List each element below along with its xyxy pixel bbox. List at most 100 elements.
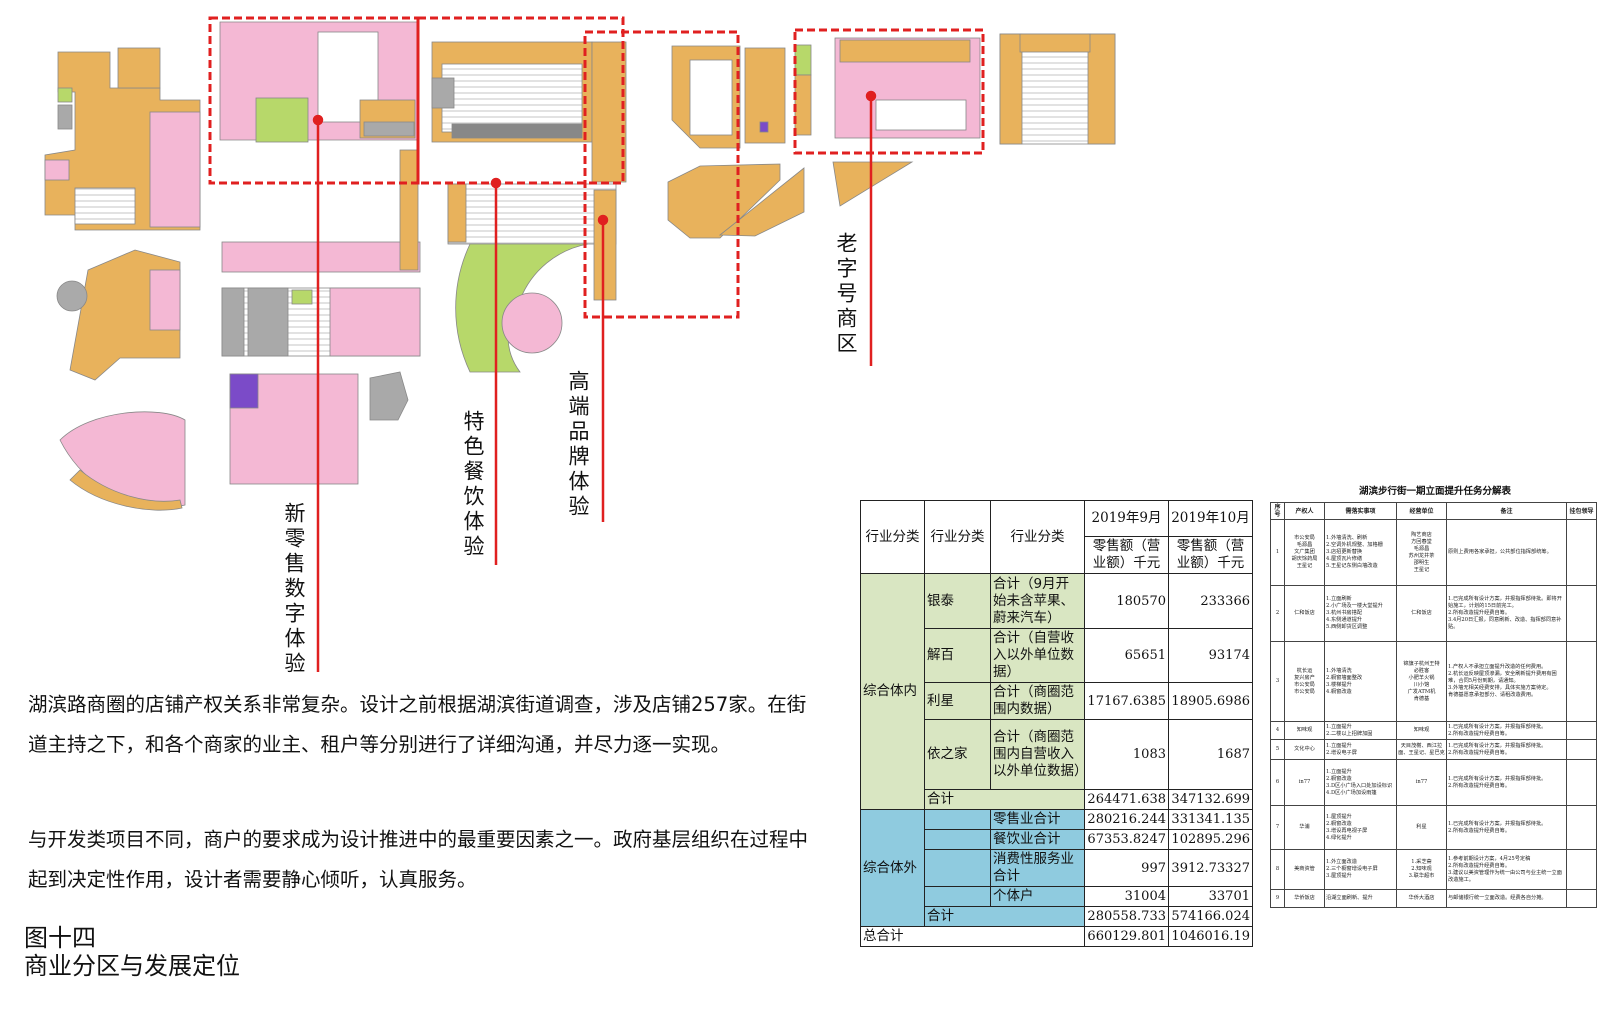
- figure-number: 图十四: [24, 924, 96, 952]
- task-no: 1: [1270, 519, 1285, 586]
- zone-outline-luxury: [583, 30, 740, 319]
- task-items: 1.立面提升 2.橱窗改造 3.D区小广场入口处加设标识 4.D区小广场加设雨篷: [1324, 759, 1397, 806]
- row-desc: 餐饮业合计: [990, 829, 1085, 850]
- task-owner: 知味观: [1284, 721, 1325, 740]
- cell-value: 3912.73327: [1168, 849, 1253, 887]
- task-items: 1.屋顶提升 2.橱窗改造 3.增设再电视子屏 4.绿化提升: [1324, 805, 1397, 850]
- row-desc: 零售业合计: [990, 809, 1085, 830]
- th-unit: 经营单位: [1396, 502, 1447, 520]
- task-owner: in77: [1284, 759, 1325, 806]
- cell-value: 997: [1084, 849, 1169, 887]
- cell-value: 102895.296: [1168, 829, 1253, 850]
- th-no: 序号: [1270, 502, 1285, 520]
- zone-label-luxury: 高端品牌体验: [566, 370, 590, 520]
- task-owner: 杭长运 复兴房产 市公安局 市公安局: [1284, 641, 1325, 722]
- task-table-header: 序号 产权人 需落实事项 经营单位 备注 挂包领导: [1270, 502, 1597, 520]
- cell-value: 33701: [1168, 886, 1253, 907]
- row-name: 利星: [924, 682, 991, 720]
- task-no: 6: [1270, 759, 1285, 806]
- row-desc: 合计（商圈范围内自营收入以外单位数据）: [990, 719, 1085, 790]
- task-items: 1.外墙清洗 2.橱窗墙面整改 3.楼梯提升 4.橱窗改造: [1324, 641, 1397, 722]
- cell-value: 331341.135: [1168, 809, 1253, 830]
- cell-value: 574166.024: [1168, 906, 1253, 927]
- cell-value: 1083: [1084, 719, 1169, 790]
- cell-value: 280558.733: [1084, 906, 1169, 927]
- th-leader: 挂包领导: [1566, 502, 1597, 520]
- task-owner: 华浦: [1284, 805, 1325, 850]
- task-owner: 美商资管: [1284, 849, 1325, 890]
- cell-value: 280216.244: [1084, 809, 1169, 830]
- task-owner: 文化中心: [1284, 739, 1325, 760]
- block-west-pink: [149, 111, 201, 228]
- green-plot: [255, 97, 309, 143]
- block-mid-a: [221, 241, 421, 273]
- task-leader: [1566, 889, 1597, 908]
- cell-value: 660129.801: [1084, 926, 1169, 947]
- task-note: 1.已完成所有设计方案，并报指挥部待批。 2.所有改造提升经费自筹。: [1446, 805, 1567, 850]
- th-items: 需落实事项: [1324, 502, 1397, 520]
- task-items: 1.外墙清洗、刷新 2.空调外机规整、加格栅 3.店招更新替换 4.屋顶瓦片修缮…: [1324, 519, 1397, 586]
- cell-value: 18905.6986: [1168, 682, 1253, 720]
- zone-outline-new-retail: [208, 16, 420, 185]
- pink-rotunda: [501, 292, 563, 354]
- task-no: 3: [1270, 641, 1285, 722]
- group-label-outside: 综合体外: [860, 809, 925, 927]
- th-note: 备注: [1446, 502, 1567, 520]
- task-no: 2: [1270, 585, 1285, 642]
- intro-paragraph-2: 与开发类项目不同，商户的要求成为设计推进中的最重要因素之一。政府基层组织在过程中…: [28, 828, 809, 891]
- task-table-title: 湖滨步行街一期立面提升任务分解表: [1358, 486, 1511, 497]
- header-month-oct: 2019年10月: [1168, 500, 1253, 537]
- intro-paragraph-1: 湖滨路商圈的店铺产权关系非常复杂。设计之前根据湖滨街道调查，涉及店铺257家。在…: [28, 693, 807, 756]
- task-note: 1.已完成所有设计方案，并报指挥部待批。 2.所有改造提升经费自筹。: [1446, 739, 1567, 760]
- row-desc: 合计（商圈范围内数据）: [990, 682, 1085, 720]
- row-name-empty: [924, 886, 991, 907]
- sales-table: 行业分类 行业分类 行业分类 2019年9月 2019年10月 零售额（营业额）…: [860, 500, 1253, 947]
- task-unit: in77: [1396, 759, 1447, 806]
- grand-total-label: 总合计: [860, 926, 1085, 947]
- row-name: 银泰: [924, 573, 991, 629]
- cell-value: 67353.8247: [1084, 829, 1169, 850]
- zone-label-heritage: 老字号商区: [834, 232, 858, 357]
- task-items: 1.外立面改造 2.三个橱窗增设电子屏 3.屋顶提升: [1324, 849, 1397, 890]
- cell-value: 1687: [1168, 719, 1253, 790]
- purple-unit: [229, 373, 259, 409]
- header-unit-sep: 零售额（营业额）千元: [1084, 536, 1169, 574]
- task-leader: [1566, 849, 1597, 890]
- task-no: 4: [1270, 721, 1285, 740]
- task-note: 1.参考前期设计方案，4月25号定稿 2.所有改造提升经费自筹。 3.建议以美资…: [1446, 849, 1567, 890]
- task-owner: 仁和饭店: [1284, 585, 1325, 642]
- task-no: 8: [1270, 849, 1285, 890]
- cell-value: 233366: [1168, 573, 1253, 629]
- task-unit: 天目茂榭、西江拉面、王星记、星巴克: [1396, 739, 1447, 760]
- task-unit: 知味观: [1396, 721, 1447, 740]
- header-category-2: 行业分类: [924, 500, 991, 574]
- figure-title: 商业分区与发展定位: [24, 952, 240, 980]
- row-name-empty: [924, 849, 991, 887]
- task-owner: 市公安局 毛源昌 文广集团 胡庆馀药局 王星记: [1284, 519, 1325, 586]
- header-category-1: 行业分类: [860, 500, 925, 574]
- task-items: 1.立面提升 2.增设电子屏: [1324, 739, 1397, 760]
- task-no: 9: [1270, 889, 1285, 908]
- task-leader: [1566, 721, 1597, 740]
- subtotal-label-inside: 合计: [924, 789, 1085, 810]
- task-items: 1.立面提升 2.二楼以上招牌加固: [1324, 721, 1397, 740]
- task-unit: 仁和饭店: [1396, 585, 1447, 642]
- cell-value: 17167.6385: [1084, 682, 1169, 720]
- task-leader: [1566, 805, 1597, 850]
- header-category-3: 行业分类: [990, 500, 1085, 574]
- row-desc: 合计（自营收入以外单位数据）: [990, 628, 1085, 683]
- zone-label-new-retail: 新零售数字体验: [282, 502, 306, 677]
- cell-value: 180570: [1084, 573, 1169, 629]
- task-note: 1.产权人不承担立面提升改造的任何费用。 2.杭长运反映屋顶渗漏，安全刷新提升费…: [1446, 641, 1567, 722]
- row-desc: 消费性服务业合计: [990, 849, 1085, 887]
